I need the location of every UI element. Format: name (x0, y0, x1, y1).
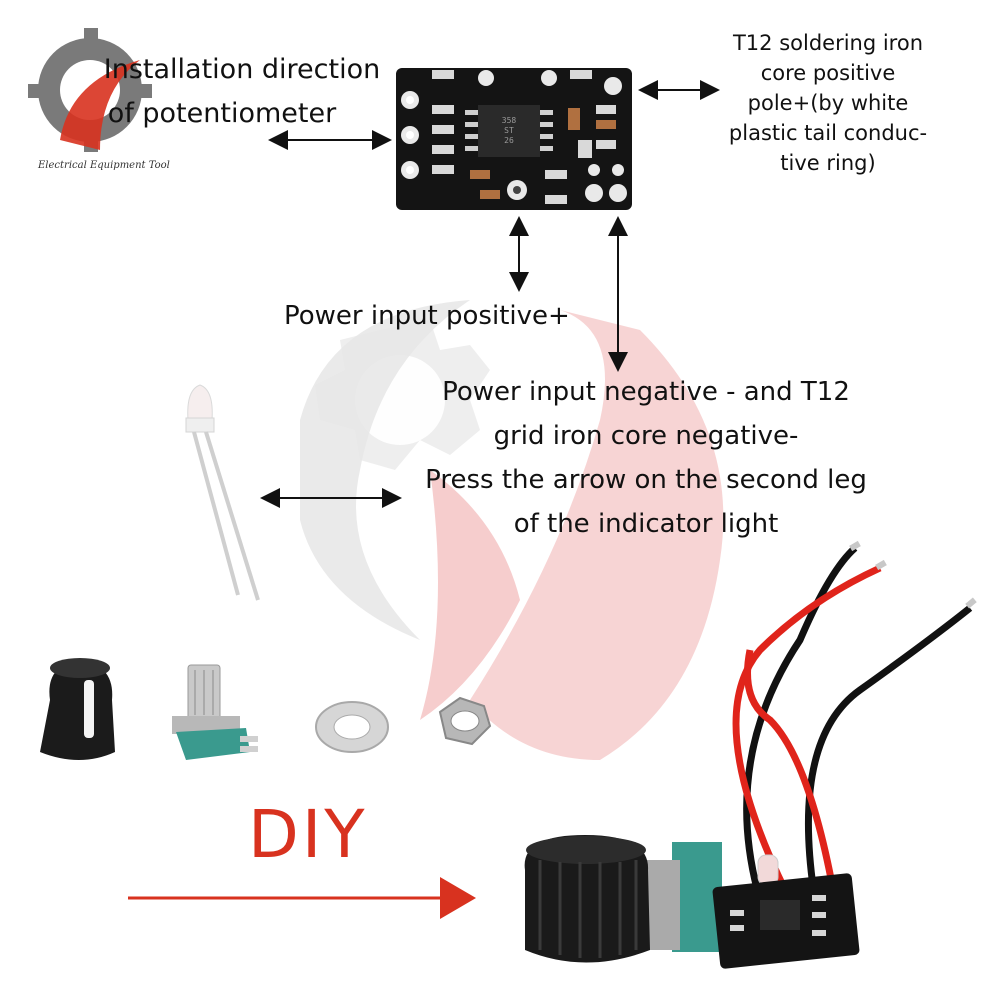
ic-marking-line: 26 (504, 136, 514, 145)
label-line: Power input negative - and T12 (442, 377, 850, 407)
label-line: of the indicator light (513, 509, 779, 539)
wire-black-1 (743, 545, 858, 901)
label-line: core positive (760, 61, 896, 85)
label-line: plastic tail conduc- (728, 121, 928, 145)
gear-wrench-logo-icon (28, 28, 152, 152)
label-line: grid iron core negative- (493, 421, 799, 451)
label-installation-direction: Installation direction of potentiometer (102, 48, 382, 136)
wire-red-1 (732, 564, 882, 902)
label-line: Press the arrow on the second leg (425, 465, 867, 495)
label-line: T12 soldering iron (732, 31, 924, 55)
label-power-positive: Power input positive+ (284, 301, 570, 331)
ic-marking: 358 ST 26 (489, 116, 529, 146)
wire-black-2 (804, 605, 973, 901)
diy-title: DIY (248, 796, 368, 873)
ic-marking-line: 358 (501, 116, 517, 125)
label-t12-positive: T12 soldering iron core positive pole+(b… (718, 28, 938, 178)
nut-part (438, 696, 492, 746)
label-line: Installation direction (103, 54, 381, 85)
label-line: tive ring) (780, 151, 876, 175)
label-line: of potentiometer (107, 98, 337, 129)
knob-part (40, 658, 115, 760)
label-line: pole+(by white (747, 91, 909, 115)
brand-name: Electrical Equipment Tool (38, 160, 170, 171)
potentiometer-part (172, 664, 258, 760)
wire-red-2 (744, 649, 839, 901)
label-power-negative: Power input negative - and T12 grid iron… (418, 370, 874, 546)
washer-part (315, 701, 389, 753)
ic-marking-line: ST (504, 126, 514, 135)
